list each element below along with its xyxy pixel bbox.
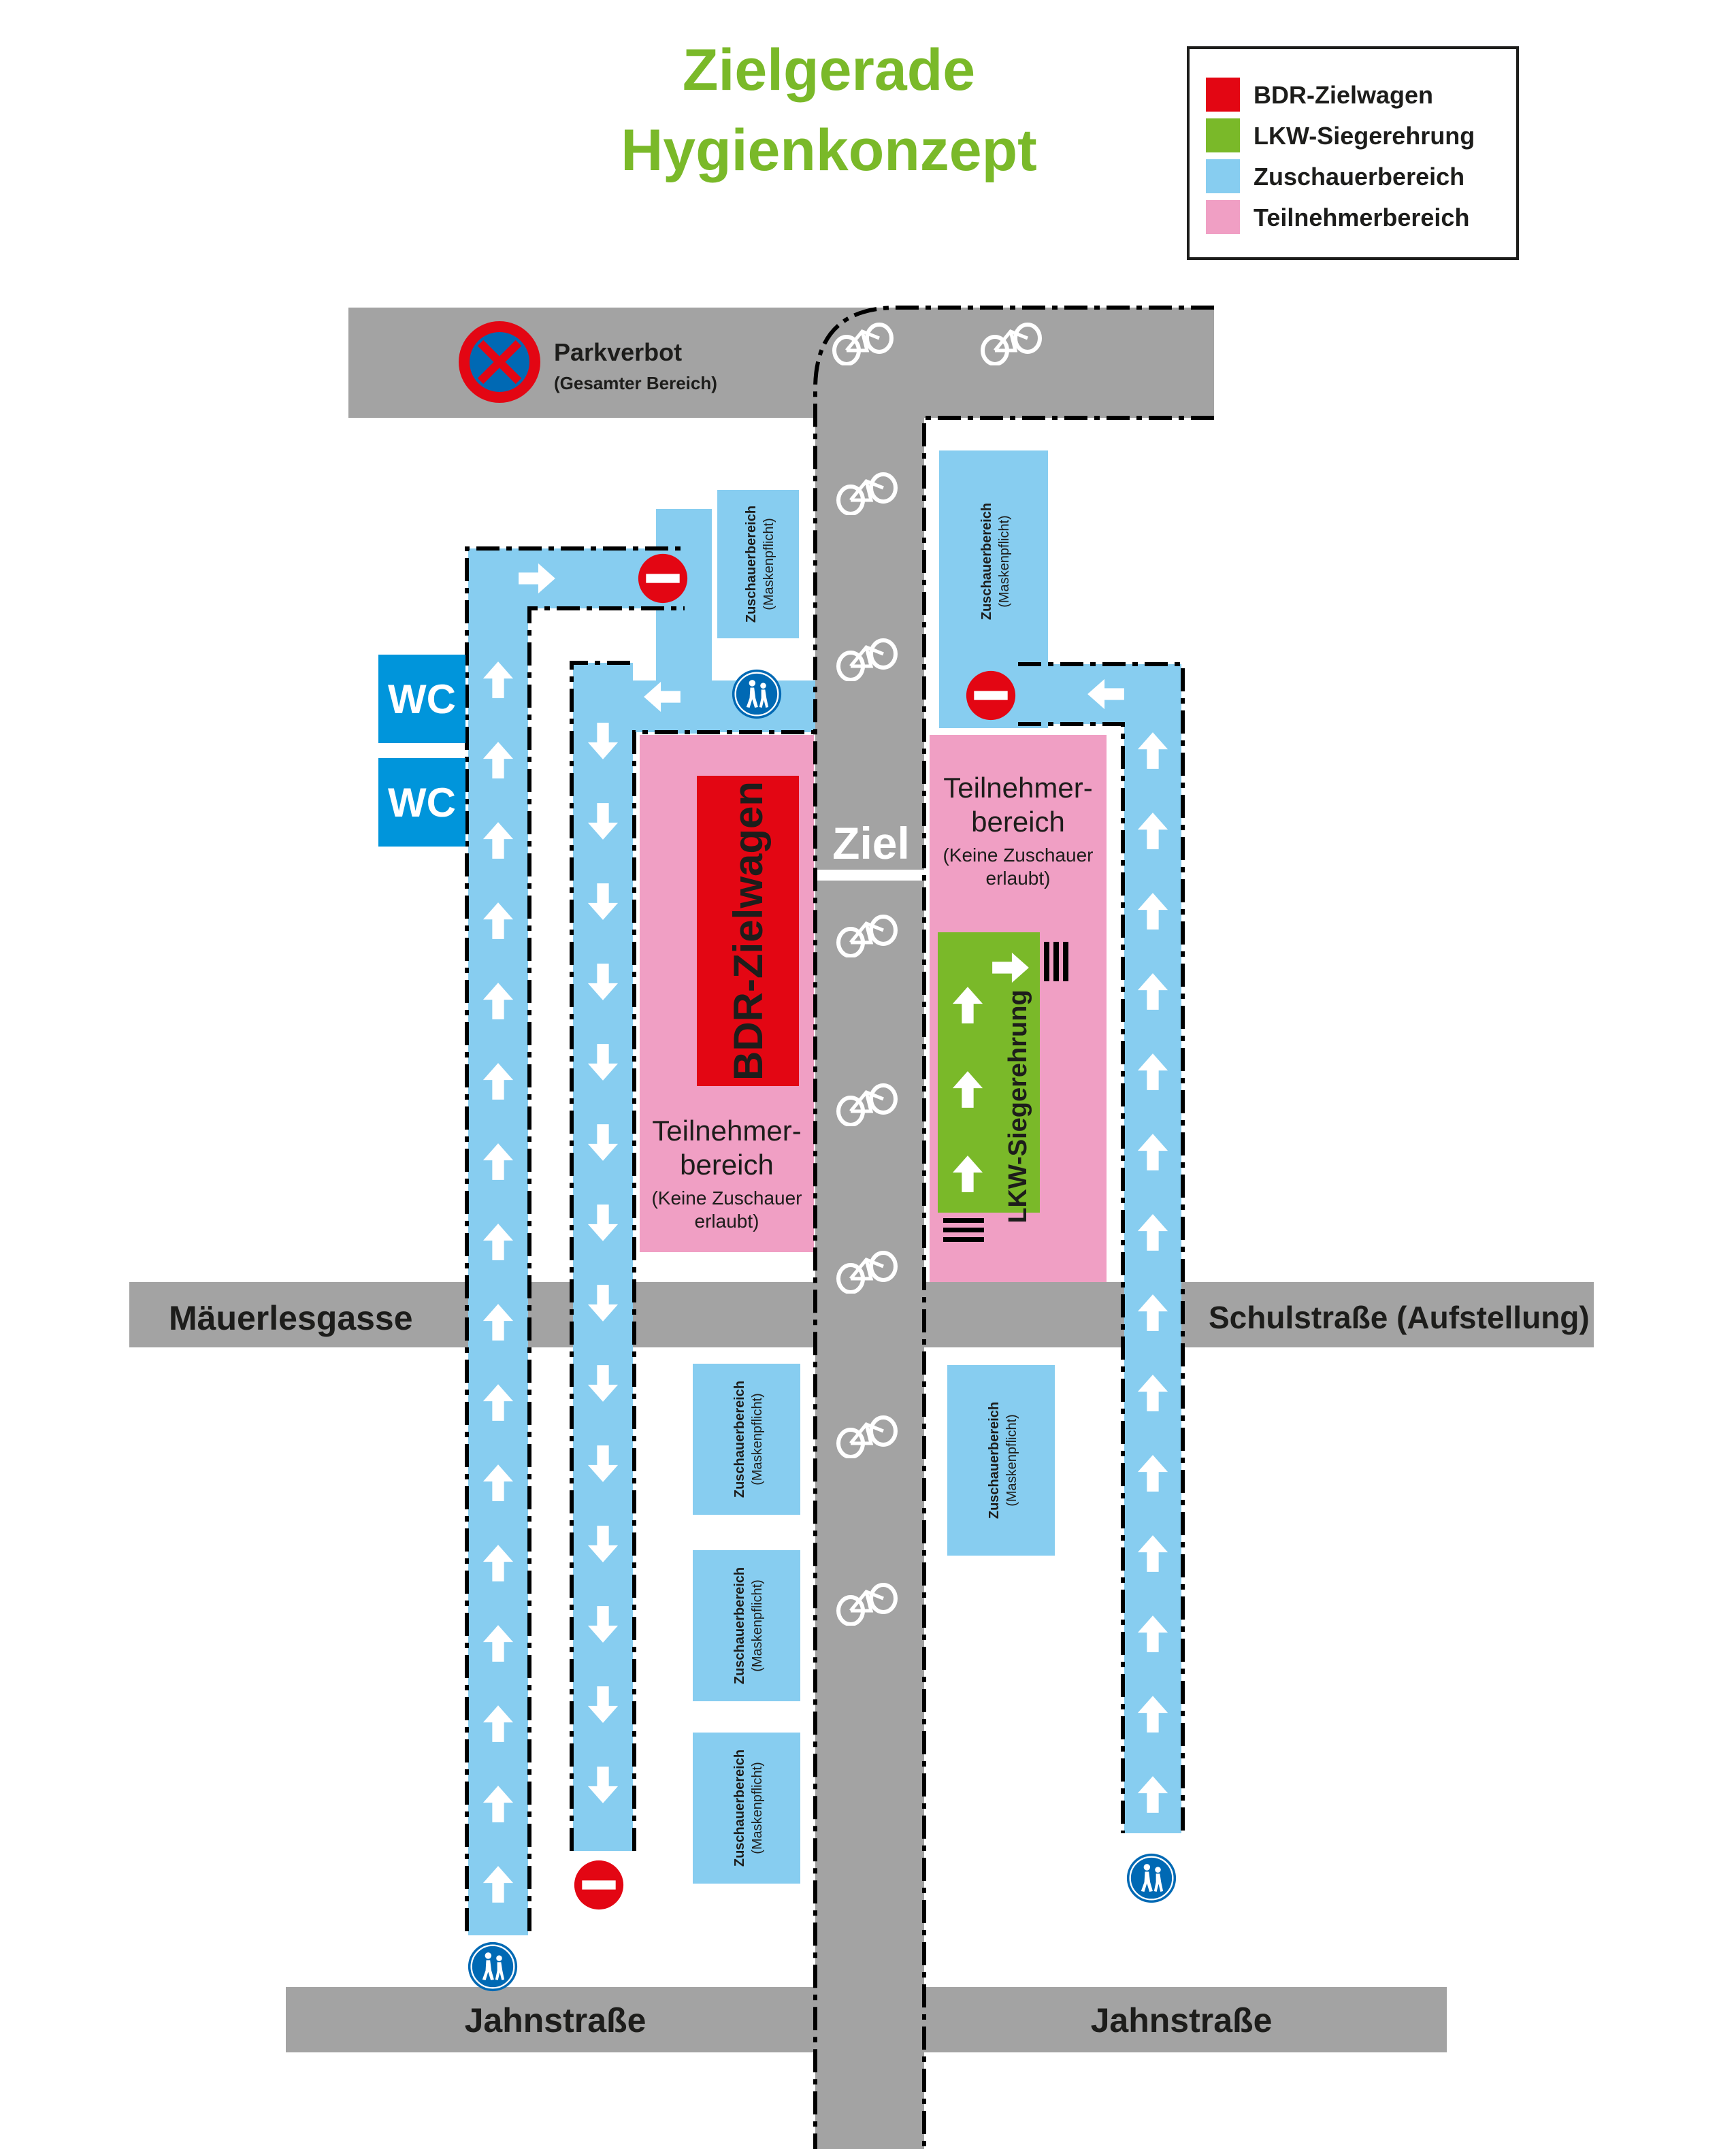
legend-swatch bbox=[1206, 200, 1240, 234]
wc-sign-icon bbox=[378, 655, 465, 847]
spectator-label-bottom-right: Zuschauerbereich (Maskenpflicht) bbox=[987, 1402, 1019, 1519]
spectator-area-bottom-left-3 bbox=[693, 1733, 800, 1884]
wc-label-bottom: WC bbox=[388, 780, 456, 825]
wc-box-bottom bbox=[378, 758, 465, 847]
street-right-cross: Schulstraße (Aufstellung) bbox=[1209, 1300, 1590, 1335]
road-cross bbox=[129, 1282, 1594, 1347]
svg-text:(Maskenpflicht): (Maskenpflicht) bbox=[1004, 1414, 1019, 1507]
wc-label-top: WC bbox=[388, 676, 456, 722]
spectator-area-bottom-left-1 bbox=[693, 1364, 800, 1515]
svg-text:bereich: bereich bbox=[971, 806, 1065, 838]
svg-text:Zuschauerbereich: Zuschauerbereich bbox=[732, 1567, 747, 1684]
svg-text:erlaubt): erlaubt) bbox=[986, 868, 1051, 889]
street-bottom-left: Jahnstraße bbox=[465, 2001, 646, 2039]
legend-label: Teilnehmerbereich bbox=[1254, 203, 1469, 231]
pedestrian-sign-icon bbox=[1126, 1852, 1177, 1904]
legend-item: Teilnehmerbereich bbox=[1206, 200, 1469, 234]
lkw-step-marks-top bbox=[1044, 942, 1068, 981]
legend-item: BDR-Zielwagen bbox=[1206, 78, 1433, 112]
spectator-area-bottom-right bbox=[947, 1365, 1055, 1556]
zielwagen-vehicle bbox=[697, 776, 799, 1086]
parking-label: Parkverbot bbox=[554, 338, 682, 366]
lkw-step-marks-bottom bbox=[943, 1218, 984, 1242]
no-stopping-sign-icon bbox=[459, 321, 540, 403]
legend-label: BDR-Zielwagen bbox=[1254, 81, 1433, 109]
spectator-label-top-left: Zuschauerbereich (Maskenpflicht) bbox=[744, 506, 776, 623]
spectator-label-bottom-left-2: Zuschauerbereich (Maskenpflicht) bbox=[732, 1567, 765, 1684]
svg-text:(Maskenpflicht): (Maskenpflicht) bbox=[750, 1579, 765, 1672]
no-entry-sign-icon bbox=[574, 1860, 624, 1910]
legend-frame bbox=[1187, 46, 1519, 260]
finish-label: Ziel bbox=[832, 818, 910, 868]
spectator-label-bottom-left-3: Zuschauerbereich (Maskenpflicht) bbox=[732, 1750, 765, 1867]
svg-text:Zuschauerbereich: Zuschauerbereich bbox=[732, 1750, 747, 1867]
legend-item: Zuschauerbereich bbox=[1206, 159, 1464, 193]
svg-text:Zuschauerbereich: Zuschauerbereich bbox=[744, 506, 759, 623]
map-title-line1: Zielgerade bbox=[683, 37, 975, 103]
roads bbox=[129, 308, 1594, 2149]
svg-text:Teilnehmer-: Teilnehmer- bbox=[943, 772, 1092, 804]
legend-swatch bbox=[1206, 78, 1240, 112]
svg-text:bereich: bereich bbox=[680, 1149, 774, 1181]
svg-text:Zuschauerbereich: Zuschauerbereich bbox=[987, 1402, 1002, 1519]
finish-line bbox=[815, 870, 924, 881]
road-main bbox=[815, 308, 924, 2149]
legend-item: LKW-Siegerehrung bbox=[1206, 118, 1475, 152]
svg-text:Zuschauerbereich: Zuschauerbereich bbox=[732, 1381, 747, 1498]
participant-label-right: Teilnehmer- bereich (Keine Zuschauer erl… bbox=[943, 772, 1093, 889]
wc-box-top bbox=[378, 655, 465, 743]
street-left-cross: Mäuerlesgasse bbox=[169, 1299, 413, 1337]
legend-swatch bbox=[1206, 159, 1240, 193]
spectator-label-bottom-left-1: Zuschauerbereich (Maskenpflicht) bbox=[732, 1381, 765, 1498]
pedestrian-sign-icon bbox=[731, 668, 783, 720]
spectator-area-top-left bbox=[717, 490, 799, 638]
svg-text:(Maskenpflicht): (Maskenpflicht) bbox=[750, 1393, 765, 1486]
spectator-area-bottom-left-2 bbox=[693, 1550, 800, 1701]
svg-text:(Maskenpflicht): (Maskenpflicht) bbox=[997, 515, 1012, 608]
zielwagen-label: BDR-Zielwagen bbox=[725, 781, 771, 1081]
barrier-lines bbox=[465, 306, 1214, 2149]
parking-sublabel: (Gesamter Bereich) bbox=[554, 373, 717, 393]
svg-text:Zuschauerbereich: Zuschauerbereich bbox=[979, 503, 994, 620]
pedestrian-sign-icon bbox=[467, 1941, 519, 1992]
no-entry-sign-icon bbox=[966, 670, 1016, 721]
legend-label: LKW-Siegerehrung bbox=[1254, 122, 1475, 150]
svg-text:(Maskenpflicht): (Maskenpflicht) bbox=[761, 518, 776, 610]
no-entry-sign-icon bbox=[638, 553, 688, 604]
legend: BDR-Zielwagen LKW-Siegerehrung Zuschauer… bbox=[1187, 46, 1519, 260]
svg-text:erlaubt): erlaubt) bbox=[695, 1211, 759, 1232]
svg-text:(Keine Zuschauer: (Keine Zuschauer bbox=[943, 844, 1093, 866]
legend-swatch bbox=[1206, 118, 1240, 152]
corridor-inner-left bbox=[573, 663, 633, 1851]
lkw-vehicle bbox=[938, 932, 1040, 1213]
map-title-line2: Hygienkonzept bbox=[621, 118, 1037, 183]
svg-text:(Maskenpflicht): (Maskenpflicht) bbox=[750, 1762, 765, 1854]
spectator-label-top-right: Zuschauerbereich (Maskenpflicht) bbox=[979, 503, 1012, 620]
road-bottom bbox=[286, 1987, 1447, 2052]
lkw-label: LKW-Siegerehrung bbox=[1004, 989, 1032, 1223]
street-bottom-right: Jahnstraße bbox=[1091, 2001, 1273, 2039]
svg-text:(Keine Zuschauer: (Keine Zuschauer bbox=[651, 1187, 802, 1209]
participant-label-left: Teilnehmer- bereich (Keine Zuschauer erl… bbox=[651, 1115, 802, 1232]
legend-label: Zuschauerbereich bbox=[1254, 163, 1464, 191]
svg-text:Teilnehmer-: Teilnehmer- bbox=[652, 1115, 801, 1147]
